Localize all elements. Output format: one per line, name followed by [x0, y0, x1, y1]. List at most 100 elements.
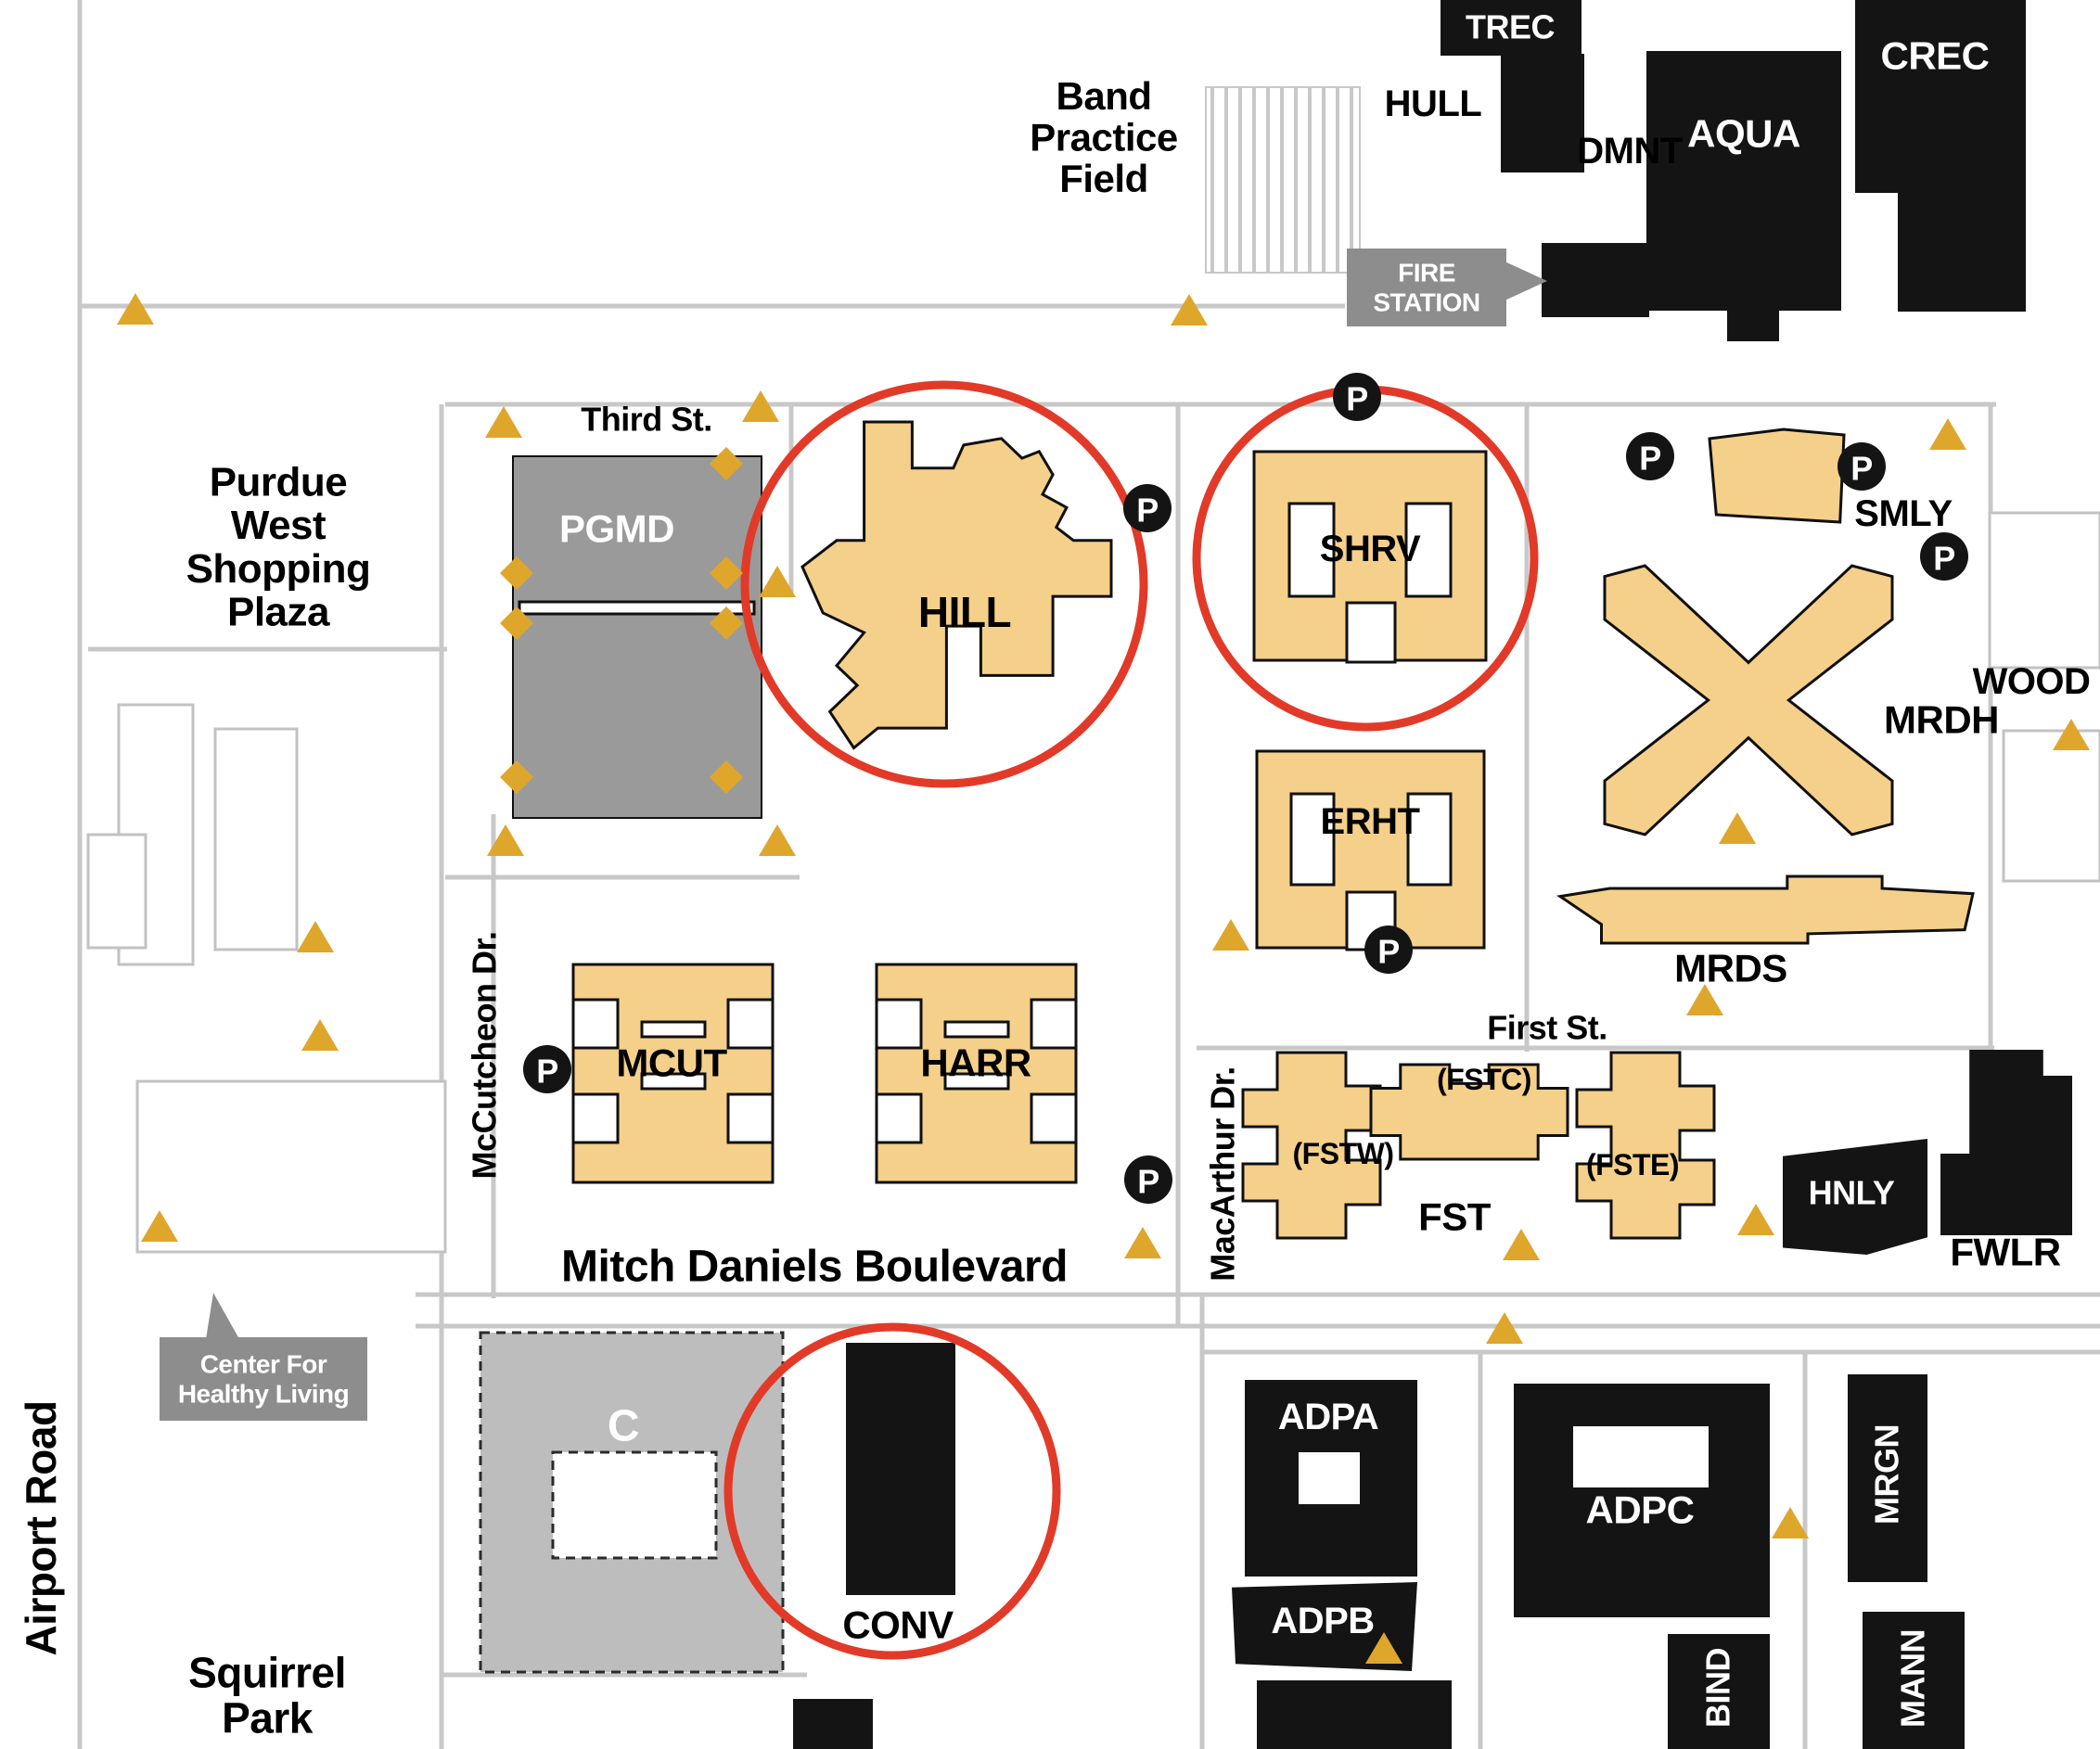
building-mrgn [1848, 1374, 1927, 1582]
label-mrgn: MRGN [1868, 1424, 1906, 1525]
building-aqua-annex [1727, 306, 1779, 341]
diamond-marker-icon [710, 606, 743, 640]
building-cutout [518, 600, 756, 616]
triangle-marker-icon [1212, 919, 1249, 951]
triangle-marker-icon [1503, 1229, 1540, 1260]
building-cutouts-layer [518, 502, 1709, 1560]
label-mann: MANN [1894, 1629, 1932, 1728]
triangle-marker-icon [759, 566, 796, 597]
triangle-marker-icon [1719, 812, 1756, 844]
outline-building [2002, 729, 2100, 883]
triangle-marker-icon [1737, 1204, 1774, 1235]
label-c: C [608, 1402, 639, 1451]
building-cutout [1030, 1092, 1078, 1144]
label-conv: CONV [842, 1603, 954, 1647]
label-crec: CREC [1880, 34, 1989, 78]
triangle-marker-icon [1772, 1507, 1809, 1538]
triangle-marker-icon [1686, 984, 1723, 1015]
label-dmnt: DMNT [1577, 131, 1683, 172]
label-shrv: SHRV [1320, 529, 1421, 569]
label-smly: SMLY [1854, 493, 1953, 534]
parking-icon-letter: P [1137, 1163, 1159, 1201]
building-cutout [571, 1092, 620, 1144]
building-adpb [1232, 1582, 1417, 1671]
parking-stripes [1205, 86, 1361, 274]
building-cutout [640, 1020, 707, 1039]
building-fstc [1369, 1063, 1569, 1161]
parking-icon [1333, 373, 1381, 421]
building-black-annex-2 [1257, 1680, 1452, 1749]
center-for-healthy-living-label: Healthy Living [178, 1380, 349, 1409]
building-cutout [1299, 1452, 1360, 1504]
parking-icon-letter: P [1933, 540, 1955, 578]
fire-station-callout [1347, 249, 1506, 326]
triangle-marker-icon [487, 824, 524, 856]
outline-building [213, 727, 299, 951]
center-for-healthy-living-callout [160, 1337, 367, 1421]
building-cutout [726, 1092, 775, 1144]
building-fwlr [1940, 1050, 2072, 1235]
triangle-marker-icon [297, 921, 334, 952]
label-mrds: MRDS [1674, 947, 1787, 990]
building-cutout [875, 998, 923, 1050]
label-mcut: MCUT [616, 1041, 727, 1085]
label-fste: (FSTE) [1586, 1148, 1679, 1181]
buildings-layer [479, 0, 2072, 1749]
triangle-marker-icon [117, 293, 154, 325]
label-adpc: ADPC [1585, 1488, 1694, 1532]
label-hill: HILL [918, 588, 1011, 636]
triangle-marker-icon [1486, 1312, 1523, 1344]
building-crec-annex [1898, 193, 2026, 312]
outline-building [86, 833, 147, 950]
triangle-marker-icon [1124, 1227, 1161, 1258]
center-for-healthy-living-label: Center For [200, 1349, 327, 1378]
outline-building [1988, 511, 2100, 670]
triangle-marker-icon [742, 390, 779, 422]
label-firstst: First St. [1487, 1009, 1607, 1047]
building-cutout [943, 1020, 1010, 1039]
parking-icon [1626, 432, 1674, 480]
building-mrds [1556, 874, 1975, 945]
building-cutout [726, 998, 775, 1050]
label-adpa: ADPA [1278, 1397, 1378, 1437]
building-pgmd [512, 455, 762, 819]
parking-icon [1364, 926, 1413, 974]
parking-icon [523, 1045, 571, 1093]
building-conv [846, 1343, 955, 1595]
parking-icon [1123, 484, 1172, 532]
building-cutout [1573, 1426, 1709, 1487]
label-wood: WOOD [1973, 661, 2091, 702]
parking-icon-letter: P [1377, 933, 1400, 971]
building-cutout [551, 1450, 718, 1560]
label-bind: BIND [1699, 1648, 1737, 1728]
label-hnly: HNLY [1809, 1174, 1895, 1212]
label-purdue-west-shopping-plaza: West [231, 503, 327, 548]
building-aqua [1646, 51, 1841, 311]
building-mann [1863, 1612, 1965, 1749]
parking-icon [1124, 1155, 1172, 1204]
highlight-circle [723, 1322, 1061, 1660]
label-band-practice-field: Practice [1030, 116, 1177, 160]
building-cutout [875, 1092, 923, 1144]
label-airportroad: Airport Road [17, 1400, 65, 1655]
label-mccutcheondr: McCutcheon Dr. [466, 931, 504, 1179]
triangle-marker-icon [1171, 294, 1208, 326]
roads-layer [77, 0, 2100, 1749]
building-cutout [1289, 792, 1336, 887]
fire-station-label: STATION [1373, 288, 1479, 317]
building-cutout [1406, 792, 1453, 887]
building-cutout [640, 1072, 707, 1091]
building-dmnt [1542, 243, 1649, 317]
building-black-annex-1 [793, 1699, 873, 1749]
label-mrdh: MRDH [1884, 698, 1999, 742]
label-purdue-west-shopping-plaza: Plaza [227, 589, 330, 634]
outline-buildings-layer [86, 511, 2100, 1254]
diamond-marker-icon [710, 760, 743, 794]
building-trec [1441, 0, 1581, 56]
triangle-marker-icon [485, 406, 522, 438]
label-macarthurdr: MacArthur Dr. [1204, 1066, 1242, 1282]
